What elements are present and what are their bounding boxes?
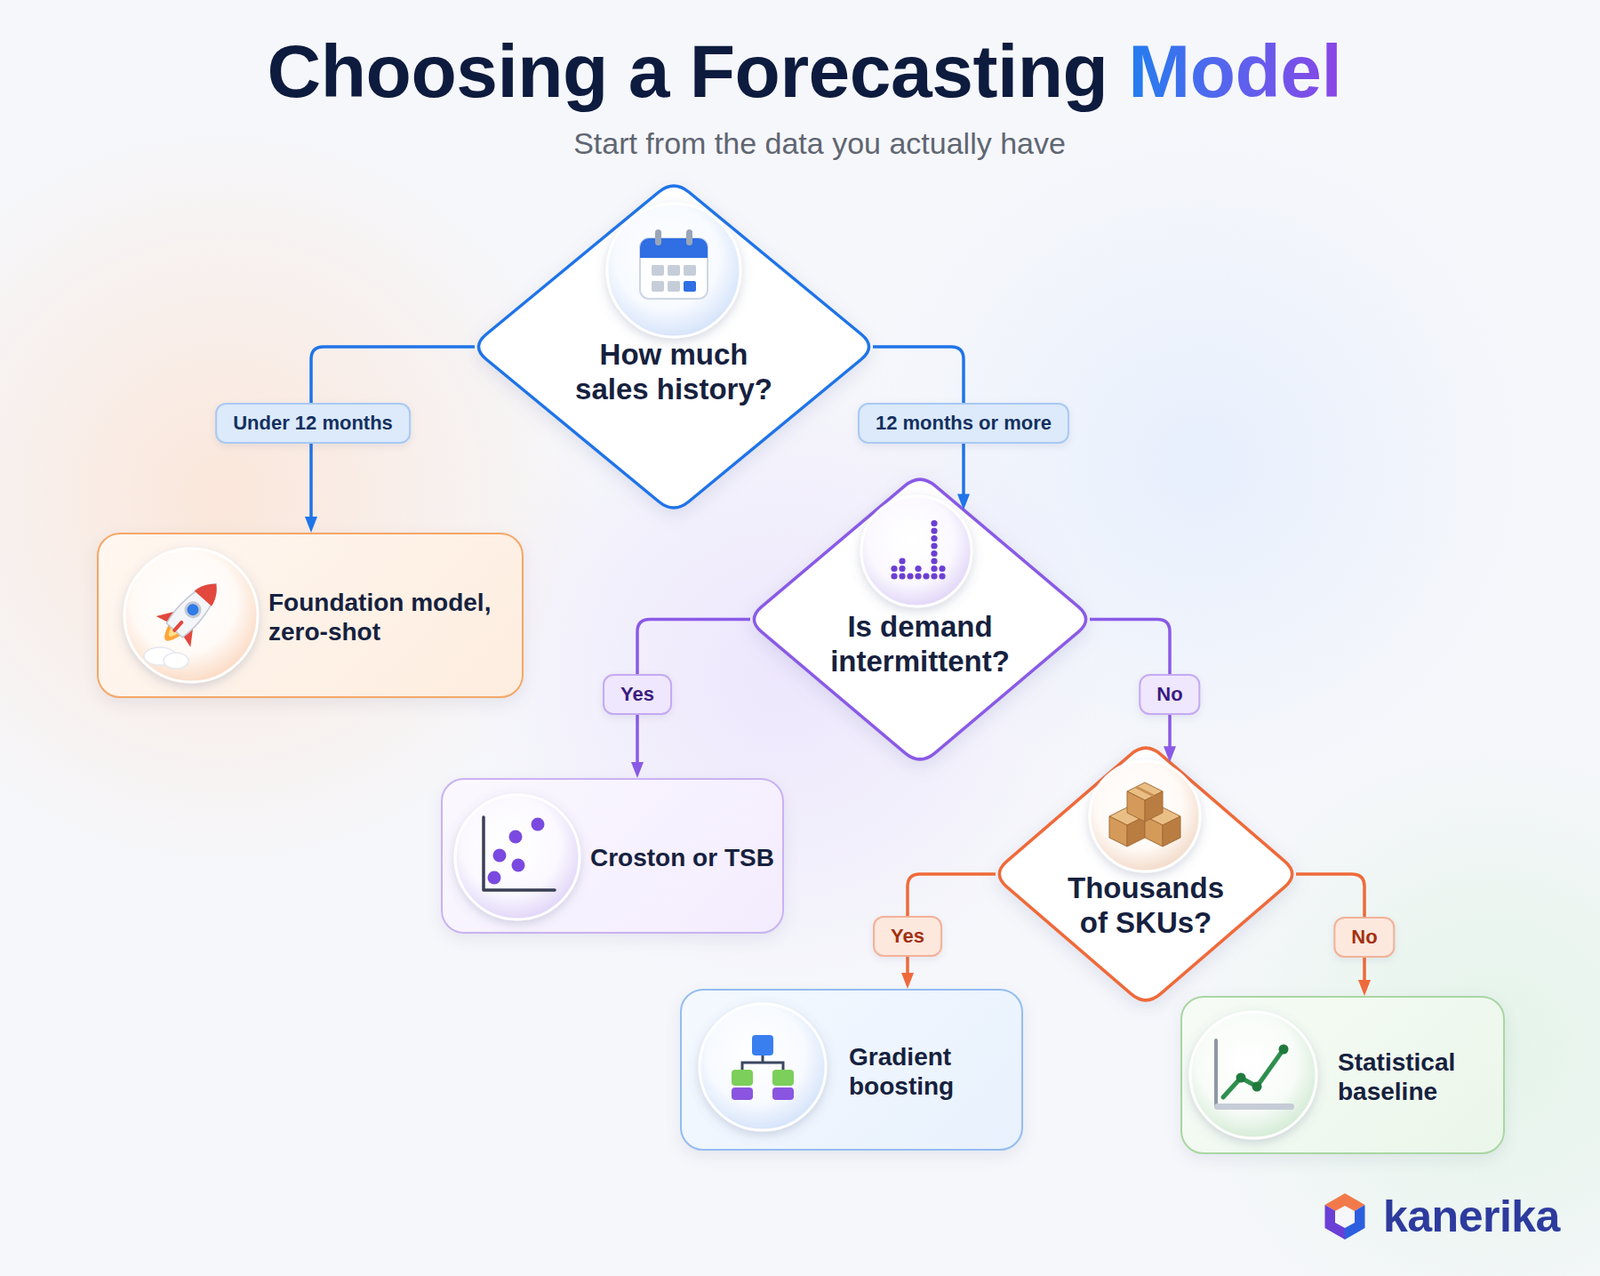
tree-icon: [699, 1003, 826, 1130]
scatter-icon: [455, 794, 580, 920]
rocket-icon: [124, 548, 258, 682]
diamond-shape: [999, 747, 1292, 1000]
text-group: Foundation model, zero-shot: [268, 587, 514, 647]
logo-mark: [1325, 1192, 1366, 1240]
subtitle: Start from the data you actually have: [573, 123, 1066, 163]
edge-label: No: [1138, 673, 1200, 715]
diamond-shape: [753, 479, 1086, 760]
intermittent-dots-icon: [861, 496, 972, 607]
logo-text: kanerika: [1383, 1187, 1560, 1245]
tint-blob: [1173, 728, 1600, 1276]
diamond-shape: [478, 185, 869, 508]
boxes-icon: [1089, 760, 1200, 872]
line-chart-icon: [1190, 1011, 1317, 1138]
node-text: How much sales history?: [562, 337, 785, 408]
caption-row: Start from the data you actually have: [0, 123, 1600, 163]
edge-label: No: [1333, 916, 1395, 958]
node-text: Is demand intermittent?: [808, 609, 1032, 680]
node-text: Foundation model, zero-shot: [268, 587, 514, 647]
title-row: Choosing a Forecasting Model: [0, 26, 1600, 116]
text-group: Thousands of SKUs?: [1061, 871, 1231, 941]
edge-label: Yes: [602, 673, 672, 715]
node-text: Gradient boosting: [848, 1041, 1005, 1101]
text-group: Gradient boosting: [848, 1041, 1005, 1101]
edge-label: 12 months or more: [857, 402, 1070, 444]
edge-label: Yes: [872, 915, 943, 957]
edge-label: Under 12 months: [215, 402, 411, 444]
text-group: Is demand intermittent?: [808, 609, 1032, 680]
node-text: Thousands of SKUs?: [1061, 871, 1231, 941]
calendar-icon: [607, 203, 741, 337]
text-group: Croston or TSB: [590, 842, 779, 872]
text-group: How much sales history?: [562, 337, 785, 408]
node-text: Croston or TSB: [590, 842, 779, 872]
node-text: Statistical baseline: [1337, 1047, 1498, 1106]
title: Choosing a Forecasting Model: [267, 26, 1343, 116]
text-group: Statistical baseline: [1337, 1047, 1498, 1106]
